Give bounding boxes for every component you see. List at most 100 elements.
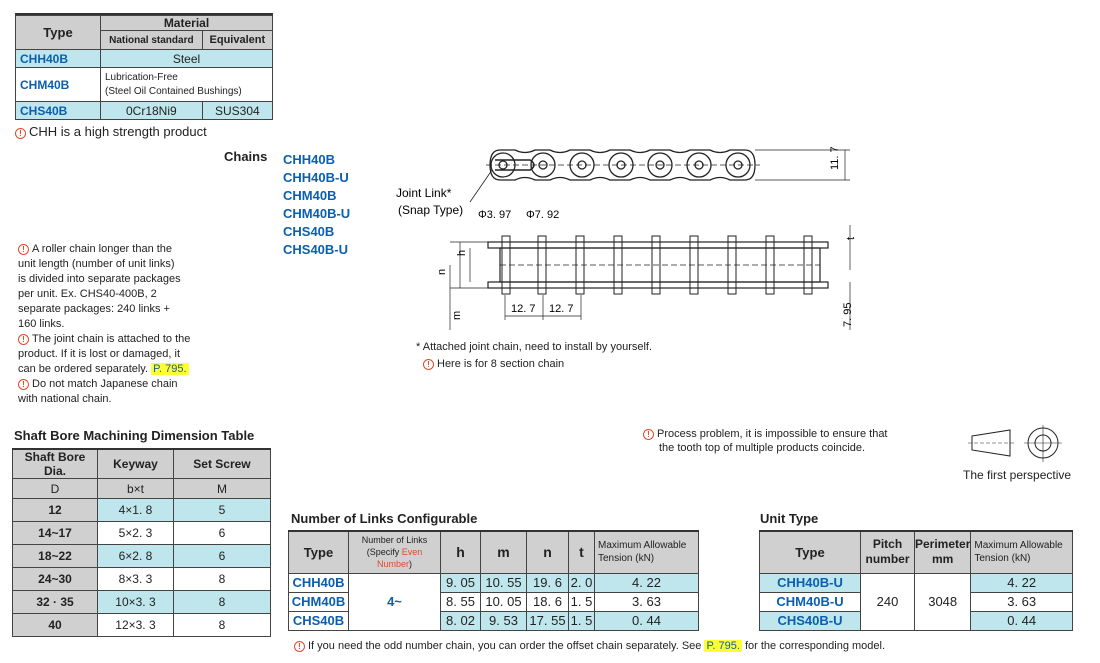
material-header-type: Type bbox=[15, 15, 101, 50]
shaft-cell: 40 bbox=[12, 613, 98, 637]
process-note: !Process problem, it is impossible to en… bbox=[643, 427, 888, 455]
links-header-part: (Specify bbox=[366, 547, 402, 558]
links-header-t: t bbox=[568, 530, 595, 574]
note-line: separate packages: 240 links + bbox=[18, 303, 170, 315]
note-icon: ! bbox=[294, 641, 305, 652]
shaft-header-keyway: Keyway bbox=[97, 448, 174, 479]
shaft-cell: 6 bbox=[172, 521, 272, 545]
links-number-value: 4~ bbox=[348, 572, 441, 631]
material-header-equivalent: Equivalent bbox=[201, 30, 274, 50]
shaft-cell: 14~17 bbox=[12, 521, 98, 545]
material-header-national: National standard bbox=[100, 30, 203, 50]
page-ref-link[interactable]: P. 795. bbox=[704, 640, 742, 652]
bottom-note-text: If you need the odd number chain, you ca… bbox=[308, 640, 702, 652]
links-cell: 18. 6 bbox=[526, 591, 569, 612]
links-cell: 0. 44 bbox=[594, 610, 699, 631]
links-table: Type Number of Links (Specify Even Numbe… bbox=[288, 530, 699, 631]
dim-pitch2-label: 12. 7 bbox=[549, 303, 573, 315]
shaft-table-title: Shaft Bore Machining Dimension Table bbox=[14, 428, 255, 443]
shaft-cell: 8×3. 3 bbox=[97, 567, 174, 591]
chain-top-view bbox=[486, 149, 850, 181]
tension-header-line: Tension (kN) bbox=[598, 553, 655, 565]
shaft-cell: 6 bbox=[172, 544, 272, 568]
shaft-cell: 10×3. 3 bbox=[97, 590, 174, 614]
table-row: 18~22 6×2. 8 6 bbox=[12, 544, 272, 568]
even-number-emphasis: Even Number bbox=[376, 547, 423, 570]
chain-item: CHS40B-U bbox=[283, 242, 349, 257]
material-note: !CHH is a high strength product bbox=[15, 124, 273, 139]
table-row: CHS40B 8. 02 9. 53 17. 55 1. 5 0. 44 bbox=[288, 610, 699, 631]
links-table-title: Number of Links Configurable bbox=[291, 511, 478, 526]
note-line: The joint chain is attached to the bbox=[32, 333, 191, 345]
table-row: 12 4×1. 8 5 bbox=[12, 498, 272, 522]
note-line: per unit. Ex. CHS40-400B, 2 bbox=[18, 288, 157, 300]
unit-header-line: Perimeter bbox=[915, 537, 971, 552]
dim-n-label: n bbox=[436, 269, 448, 275]
dim-height-label: 11. 7 bbox=[829, 146, 841, 170]
note-line: can be ordered separately. bbox=[18, 363, 149, 375]
chain-item: CHH40B-U bbox=[283, 170, 349, 185]
note-icon: ! bbox=[15, 128, 26, 139]
table-row: CHH40B-U 240 3048 4. 22 bbox=[759, 572, 1073, 631]
links-cell: 4. 22 bbox=[594, 572, 699, 593]
chain-side-view bbox=[449, 225, 851, 330]
unit-cell: 3. 63 bbox=[970, 591, 1073, 612]
dim-d2-label: Φ7. 92 bbox=[526, 209, 559, 221]
shaft-cell: 4×1. 8 bbox=[97, 498, 174, 522]
note-line: A roller chain longer than the bbox=[32, 243, 173, 255]
note-line: 160 links. bbox=[18, 318, 65, 330]
links-cell: 3. 63 bbox=[594, 591, 699, 612]
material-value-lubrication: Lubrication-Free (Steel Oil Contained Bu… bbox=[100, 67, 273, 102]
shaft-bore-table: Shaft Bore Dia. Keyway Set Screw D b×t M… bbox=[12, 448, 272, 637]
unit-cell: 4. 22 bbox=[970, 572, 1073, 593]
links-header-number: Number of Links (Specify Even Number) bbox=[348, 530, 441, 574]
first-perspective-icon bbox=[968, 425, 1062, 462]
page-ref-link[interactable]: P. 795. bbox=[151, 363, 189, 375]
process-note-line: Process problem, it is impossible to ens… bbox=[657, 428, 888, 440]
dim-d1-label: Φ3. 97 bbox=[478, 209, 511, 221]
joint-link-label: Joint Link* bbox=[396, 186, 452, 200]
links-cell: 1. 5 bbox=[568, 610, 595, 631]
chain-item: CHS40B bbox=[283, 224, 335, 239]
links-type: CHS40B bbox=[288, 610, 349, 631]
note-icon: ! bbox=[643, 429, 654, 440]
unit-pitch-value: 240 bbox=[860, 572, 915, 631]
links-type: CHH40B bbox=[288, 572, 349, 593]
left-notes: !A roller chain longer than the unit len… bbox=[18, 242, 218, 407]
unit-perimeter-value: 3048 bbox=[913, 572, 972, 631]
note-line: Do not match Japanese chain bbox=[32, 378, 178, 390]
links-cell: 10. 05 bbox=[480, 591, 527, 612]
drawing-note-section-text: Here is for 8 section chain bbox=[437, 358, 565, 370]
unit-header-pitch: Pitch number bbox=[860, 530, 915, 574]
note-line: product. If it is lost or damaged, it bbox=[18, 348, 181, 360]
material-note-text: CHH is a high strength product bbox=[29, 124, 207, 139]
drawing-note-star: * Attached joint chain, need to install … bbox=[416, 341, 653, 353]
links-header-type: Type bbox=[288, 530, 349, 574]
dim-side-label: 7. 95 bbox=[842, 303, 854, 327]
links-cell: 19. 6 bbox=[526, 572, 569, 593]
unit-type: CHM40B-U bbox=[759, 591, 861, 612]
links-cell: 8. 55 bbox=[440, 591, 481, 612]
table-row: 24~30 8×3. 3 8 bbox=[12, 567, 272, 591]
shaft-cell: 12×3. 3 bbox=[97, 613, 174, 637]
note-japanese-chain: !Do not match Japanese chain with nation… bbox=[18, 377, 218, 407]
table-top-rule bbox=[15, 13, 273, 15]
unit-header-line: Pitch bbox=[872, 537, 903, 552]
shaft-header-dia: Shaft Bore Dia. bbox=[12, 448, 98, 479]
links-cell: 1. 5 bbox=[568, 591, 595, 612]
links-header-m: m bbox=[480, 530, 527, 574]
table-row: 32 · 35 10×3. 3 8 bbox=[12, 590, 272, 614]
table-row: CHS40B-U 0. 44 bbox=[759, 610, 1073, 631]
process-note-line: the tooth top of multiple products coinc… bbox=[659, 442, 866, 454]
note-icon: ! bbox=[18, 244, 29, 255]
dim-m-label: m bbox=[451, 311, 463, 320]
tension-header-line: Maximum Allowable bbox=[598, 540, 687, 552]
shaft-header-setscrew: Set Screw bbox=[172, 448, 272, 479]
links-type: CHM40B bbox=[288, 591, 349, 612]
shaft-sub-bxt: b×t bbox=[97, 478, 174, 499]
links-header-h: h bbox=[440, 530, 481, 574]
shaft-cell: 8 bbox=[172, 613, 272, 637]
tension-header-line: Tension (kN) bbox=[974, 553, 1031, 565]
shaft-sub-m: M bbox=[172, 478, 272, 499]
unit-type-table: Type Pitch number Perimeter mm Maximum A… bbox=[759, 530, 1073, 631]
